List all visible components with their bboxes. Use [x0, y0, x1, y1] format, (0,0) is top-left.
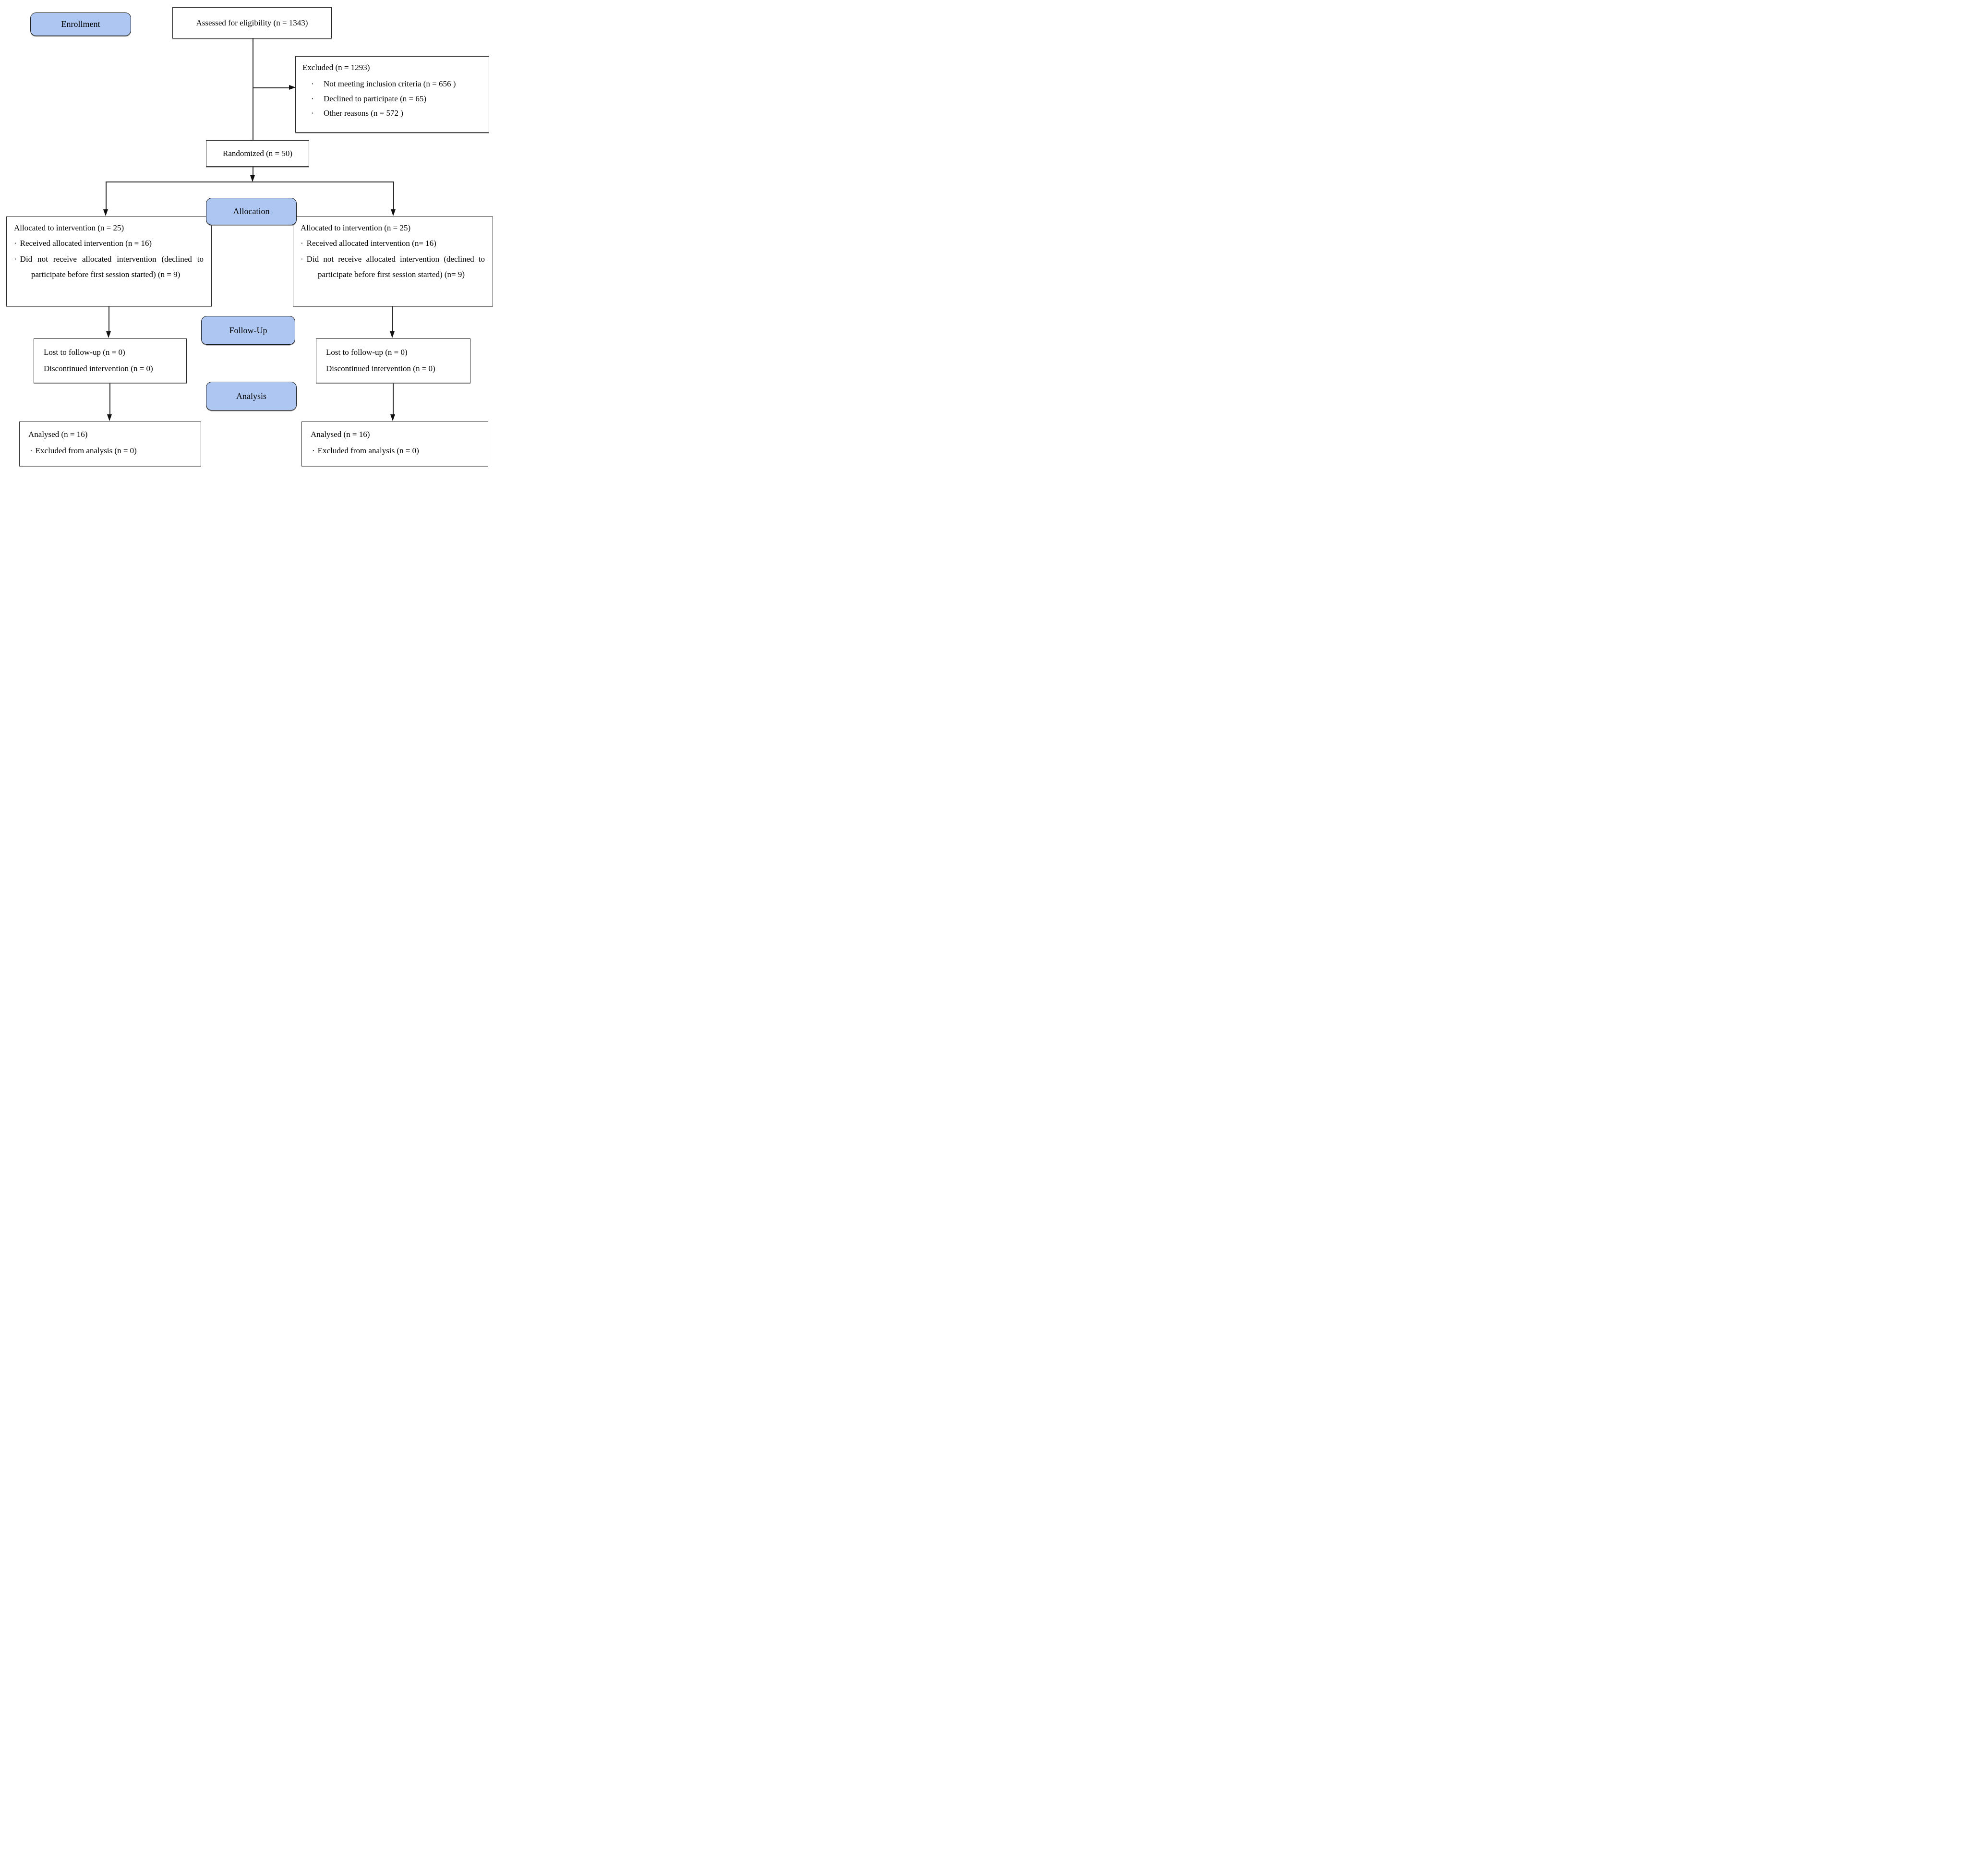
arrowhead-analysed-left: [107, 414, 112, 421]
connector-allocation-to-followup-right: [392, 306, 393, 332]
excluded-item: · Other reasons (n = 572 ): [302, 106, 482, 121]
arrowhead-branch: [250, 175, 255, 182]
connector-followup-to-analysis-left: [109, 383, 110, 415]
followup-left-line: Lost to follow-up (n = 0): [44, 348, 125, 357]
stage-label-enrollment: Enrollment: [30, 12, 131, 36]
excluded-item-text: Declined to participate (n = 65): [324, 94, 426, 103]
bullet-icon: ·: [311, 94, 314, 103]
allocation-left-item: ·Did not receive allocated intervention …: [12, 252, 204, 283]
connector-to-excluded: [253, 87, 290, 88]
allocation-right-item: ·Received allocated intervention (n= 16): [299, 236, 485, 251]
randomized-box: Randomized (n = 50): [206, 140, 309, 167]
excluded-item: · Declined to participate (n = 65): [302, 92, 482, 106]
bullet-icon: ·: [14, 254, 17, 264]
analysed-right-box: Analysed (n = 16) ·Excluded from analysi…: [301, 422, 488, 466]
analysed-right-title: Analysed (n = 16): [311, 430, 370, 439]
connector-followup-to-analysis-right: [393, 383, 394, 415]
bullet-icon: ·: [311, 108, 314, 118]
allocation-left-title: Allocated to intervention (n = 25): [14, 223, 124, 232]
bullet-icon: ·: [30, 446, 33, 455]
excluded-title: Excluded (n = 1293): [302, 63, 370, 72]
stage-label-analysis: Analysis: [206, 382, 297, 411]
arrowhead-analysed-right: [390, 414, 395, 421]
allocation-right-box: Allocated to intervention (n = 25) ·Rece…: [293, 217, 493, 306]
analysis-label-text: Analysis: [236, 391, 266, 401]
assessed-text: Assessed for eligibility (n = 1343): [196, 18, 308, 27]
excluded-item: · Not meeting inclusion criteria (n = 656…: [302, 77, 482, 91]
follow-up-label-text: Follow-Up: [229, 325, 267, 335]
arrowhead-allocation-left: [103, 209, 108, 216]
randomized-text: Randomized (n = 50): [222, 148, 293, 158]
bullet-icon: ·: [301, 239, 303, 248]
followup-left-box: Lost to follow-up (n = 0) Discontinued i…: [34, 338, 187, 383]
stage-label-follow-up: Follow-Up: [201, 316, 295, 345]
analysed-left-title: Analysed (n = 16): [28, 430, 88, 439]
excluded-item-text: Not meeting inclusion criteria (n = 656 …: [324, 79, 456, 89]
stage-label-allocation: Allocation: [206, 198, 297, 225]
allocation-right-item: ·Did not receive allocated intervention …: [299, 252, 485, 283]
analysed-left-item: ·Excluded from analysis (n = 0): [28, 443, 196, 459]
enrollment-label-text: Enrollment: [61, 19, 100, 29]
bullet-icon: ·: [301, 254, 303, 264]
arrowhead-followup-right: [389, 331, 395, 338]
bullet-icon: ·: [311, 79, 314, 89]
arrowhead-followup-left: [106, 331, 111, 338]
analysed-right-item-text: Excluded from analysis (n = 0): [317, 446, 419, 455]
followup-right-line: Lost to follow-up (n = 0): [326, 348, 408, 357]
excluded-box: Excluded (n = 1293) · Not meeting inclusi…: [295, 56, 489, 133]
followup-right-box: Lost to follow-up (n = 0) Discontinued i…: [316, 338, 470, 383]
bullet-icon: ·: [14, 239, 17, 248]
connector-branch-to-allocation-right: [393, 181, 394, 210]
connector-branch-to-allocation-left: [106, 181, 107, 210]
excluded-item-text: Other reasons (n = 572 ): [324, 108, 403, 118]
allocation-right-item-text: Received allocated intervention (n= 16): [306, 239, 436, 248]
allocation-left-item: ·Received allocated intervention (n = 16…: [12, 236, 204, 251]
arrowhead-excluded: [289, 85, 296, 90]
analysed-right-item: ·Excluded from analysis (n = 0): [311, 443, 483, 459]
allocation-right-title: Allocated to intervention (n = 25): [301, 223, 411, 232]
arrowhead-allocation-right: [390, 209, 396, 216]
allocation-label-text: Allocation: [233, 206, 270, 216]
analysed-left-item-text: Excluded from analysis (n = 0): [35, 446, 137, 455]
analysed-left-box: Analysed (n = 16) ·Excluded from analysi…: [19, 422, 201, 466]
allocation-left-item-text: Did not receive allocated intervention (…: [20, 254, 204, 279]
allocation-left-item-text: Received allocated intervention (n = 16): [20, 239, 152, 248]
assessed-box: Assessed for eligibility (n = 1343): [172, 7, 332, 38]
bullet-icon: ·: [312, 446, 315, 455]
allocation-right-item-text: Did not receive allocated intervention (…: [306, 254, 485, 279]
followup-right-line: Discontinued intervention (n = 0): [326, 364, 435, 373]
connector-allocation-to-followup-left: [108, 306, 109, 332]
allocation-left-box: Allocated to intervention (n = 25) ·Rece…: [6, 217, 212, 306]
consort-flow-diagram: Enrollment Allocation Follow-Up Analysis…: [0, 0, 497, 468]
followup-left-line: Discontinued intervention (n = 0): [44, 364, 153, 373]
